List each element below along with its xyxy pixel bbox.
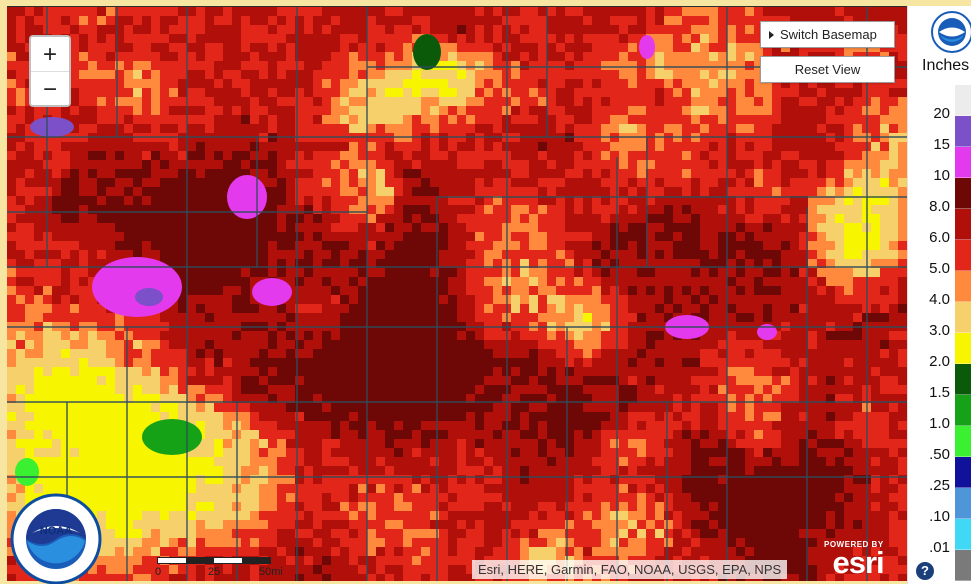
legend-swatch (955, 302, 971, 333)
precipitation-map[interactable]: + − (7, 6, 907, 581)
legend-tick: 2.0 (929, 353, 950, 370)
legend-tick: .25 (929, 477, 950, 494)
zoom-control: + − (29, 35, 71, 107)
legend-tick: 10 (933, 167, 950, 184)
legend-swatch (955, 457, 971, 488)
legend-units: Inches (922, 57, 970, 74)
scale-label-0: 0 (155, 566, 162, 578)
legend-swatch (955, 550, 971, 581)
legend-tick: 1.5 (929, 384, 950, 401)
legend-swatch (955, 240, 971, 271)
legend-color-ramp (955, 85, 971, 581)
legend-panel: Inches 20 15 10 8.0 6.0 5.0 4.0 3.0 2.0 … (907, 6, 971, 584)
legend-tick: 15 (933, 136, 950, 153)
legend-tick: 1.0 (929, 415, 950, 432)
scale-label-50mi: 50mi (259, 566, 283, 578)
scale-bar: 0 25 50mi (155, 553, 283, 578)
legend-swatch (955, 364, 971, 395)
legend-tick: 3.0 (929, 322, 950, 339)
esri-logo[interactable]: POWERED BY esri (824, 540, 885, 580)
zoom-out-button[interactable]: − (31, 71, 69, 105)
legend-swatch (955, 178, 971, 209)
legend-tick: 20 (933, 105, 950, 122)
legend-swatch (955, 519, 971, 550)
legend-tick: 5.0 (929, 260, 950, 277)
legend-swatch (955, 85, 971, 116)
legend-tick: .10 (929, 508, 950, 525)
legend-tick: 8.0 (929, 198, 950, 215)
switch-basemap-label: Switch Basemap (780, 27, 877, 42)
legend-swatch (955, 116, 971, 147)
legend-swatch (955, 147, 971, 178)
caret-right-icon (769, 30, 774, 39)
noaa-seal-logo: NOAA (10, 493, 102, 584)
precipitation-raster (7, 7, 907, 581)
legend-tick: .50 (929, 446, 950, 463)
help-icon[interactable]: ? (916, 562, 934, 580)
legend-tick: 6.0 (929, 229, 950, 246)
legend-swatch (955, 395, 971, 426)
map-attribution[interactable]: Esri, HERE, Garmin, FAO, NOAA, USGS, EPA… (472, 560, 788, 579)
switch-basemap-button[interactable]: Switch Basemap (760, 21, 895, 48)
zoom-in-button[interactable]: + (31, 37, 69, 71)
scale-label-25: 25 (208, 566, 221, 578)
scale-bar-graphic (157, 557, 271, 564)
legend-swatch (955, 271, 971, 302)
legend-tick: .01 (929, 539, 950, 556)
reset-view-button[interactable]: Reset View (760, 56, 895, 83)
noaa-logo-text: NOAA (40, 525, 72, 537)
legend-swatch (955, 209, 971, 240)
legend-swatch (955, 488, 971, 519)
legend-swatch (955, 333, 971, 364)
legend-swatch (955, 426, 971, 457)
legend-tick: 4.0 (929, 291, 950, 308)
esri-powered-by: POWERED BY (824, 540, 884, 549)
esri-brand: esri (832, 545, 885, 580)
noaa-icon (931, 11, 971, 53)
